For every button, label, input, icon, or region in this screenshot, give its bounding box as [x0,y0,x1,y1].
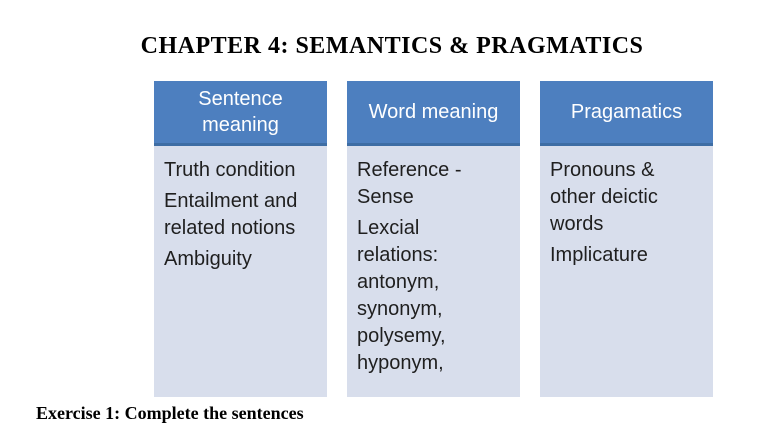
exercise-heading: Exercise 1: Complete the sentences [36,403,304,423]
column-header-pragmatics: Pragamatics [540,81,713,146]
column-pragmatics: Pragamatics Pronouns & other deictic wor… [540,81,713,397]
list-item: Pronouns & other deictic words [550,159,658,235]
column-body-sentence-meaning: Truth condition Entailment and related n… [154,146,327,397]
list-item: Implicature [550,244,648,266]
list-item: Entailment and related notions [164,190,298,239]
columns-diagram: Sentence meaning Truth condition Entailm… [154,81,713,397]
column-header-sentence-meaning: Sentence meaning [154,81,327,146]
list-item: Truth condition [164,159,296,181]
list-item: Lexcial relations: antonym, synonym, pol… [357,217,446,374]
page-title: CHAPTER 4: SEMANTICS & PRAGMATICS [140,33,644,59]
column-word-meaning: Word meaning Reference - Sense Lexcial r… [347,81,520,397]
column-body-pragmatics: Pronouns & other deictic words Implicatu… [540,146,713,397]
column-body-word-meaning: Reference - Sense Lexcial relations: ant… [347,146,520,397]
list-item: Reference - Sense [357,159,462,208]
list-item: Ambiguity [164,248,252,270]
column-sentence-meaning: Sentence meaning Truth condition Entailm… [154,81,327,397]
column-header-word-meaning: Word meaning [347,81,520,146]
